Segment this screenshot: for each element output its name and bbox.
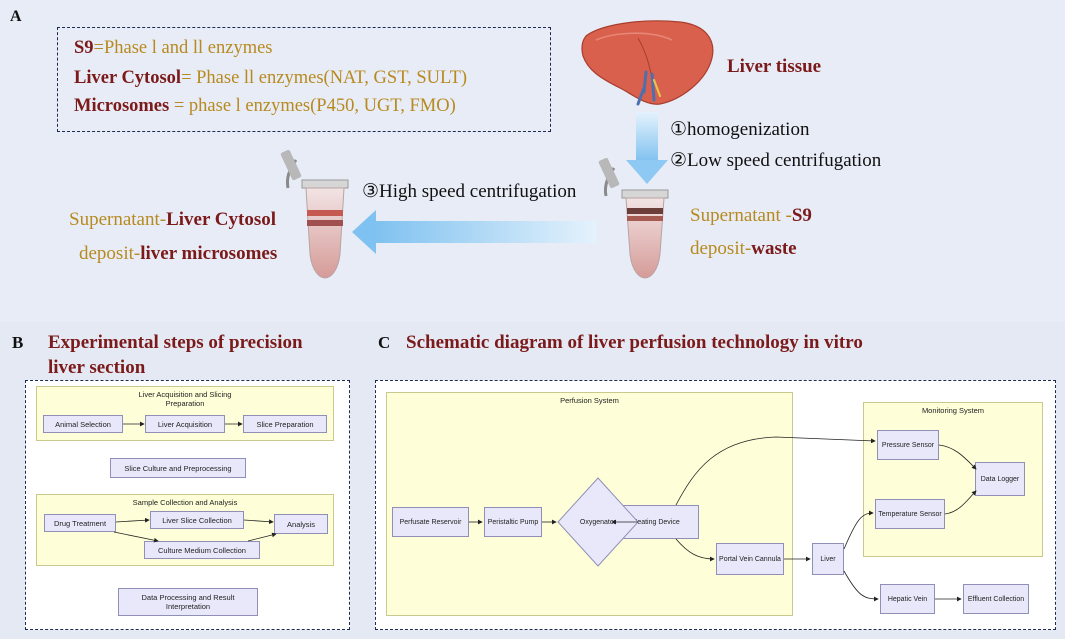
right-dep-key: waste xyxy=(751,238,797,259)
perfusion-system-title: Perfusion System xyxy=(560,396,619,405)
liver-illustration xyxy=(581,20,714,106)
node-liver-slice-collection: Liver Slice Collection xyxy=(150,511,244,529)
panel-b-edges xyxy=(113,421,277,543)
data-processing-line2: Interpretation xyxy=(165,602,211,611)
left-tube-deposit: deposit-liver microsomes xyxy=(79,243,277,265)
node-temperature-sensor: Temperature Sensor xyxy=(875,499,945,529)
right-dep-prefix: deposit- xyxy=(690,238,752,259)
panel-b-title-line2: liver section xyxy=(48,357,146,378)
node-analysis: Analysis xyxy=(274,514,328,534)
panel-a-background xyxy=(0,0,1065,322)
monitoring-system-title: Monitoring System xyxy=(921,406,985,415)
s9-key: S9 xyxy=(74,38,94,58)
cytosol-key: Liver Cytosol xyxy=(74,68,182,88)
node-slice-culture: Slice Culture and Preprocessing xyxy=(110,458,246,478)
cluster2-title: Sample Collection and Analysis xyxy=(132,498,238,507)
enzyme-definitions-box: S9=Phase l and ll enzymes Liver Cytosol=… xyxy=(57,27,551,132)
node-perfusate-reservoir: Perfusate Reservoir xyxy=(392,507,469,537)
edge-liver-to-hepatic xyxy=(843,570,879,602)
right-tube-supernatant: Supernatant -S9 xyxy=(690,205,812,227)
edge-culture-to-analysis xyxy=(247,532,277,542)
microsomes-key: Microsomes xyxy=(74,96,170,116)
node-peristaltic-pump: Peristaltic Pump xyxy=(484,507,542,537)
left-dep-key: liver microsomes xyxy=(140,243,278,264)
right-tube-deposit: deposit-waste xyxy=(690,238,797,260)
edge-liver-slice-to-analysis xyxy=(243,519,274,525)
data-processing-line1: Data Processing and Result xyxy=(141,593,235,602)
node-liver-acquisition: Liver Acquisition xyxy=(145,415,225,433)
cluster1-title-line1: Liver Acquisition and Slicing xyxy=(138,390,232,399)
edge-heating-to-pressure xyxy=(675,436,876,506)
panel-c-title: Schematic diagram of liver perfusion tec… xyxy=(406,332,863,353)
right-sup-key: S9 xyxy=(791,205,812,226)
step-homogenization: ①homogenization xyxy=(670,119,810,140)
node-hepatic-vein: Hepatic Vein xyxy=(880,584,935,614)
edge-pressure-to-logger xyxy=(938,444,977,470)
panel-a-letter: A xyxy=(10,8,22,25)
cluster1-title-line2: Preparation xyxy=(165,399,205,408)
panel-a-graphics xyxy=(280,20,714,279)
edge-drug-to-culture xyxy=(113,531,159,543)
panel-b-diagram: Liver Acquisition and Slicing Preparatio… xyxy=(25,380,350,630)
node-effluent-collection: Effluent Collection xyxy=(963,584,1029,614)
edge-temperature-to-logger xyxy=(944,490,977,515)
node-data-processing: Data Processing and Result Interpretatio… xyxy=(118,588,258,616)
left-arrow xyxy=(352,210,596,254)
cytosol-desc: = Phase ll enzymes(NAT, GST, SULT) xyxy=(181,68,468,88)
microsomes-desc: = phase l enzymes(P450, UGT, FMO) xyxy=(169,96,456,116)
node-portal-vein-cannula: Portal Vein Cannula xyxy=(716,543,784,575)
left-tube-supernatant: Supernatant-Liver Cytosol xyxy=(69,209,276,231)
panel-b-title-line1: Experimental steps of precision xyxy=(48,332,303,353)
panel-c-letter: C xyxy=(378,333,391,352)
panel-c-edges xyxy=(469,436,977,602)
node-animal-selection: Animal Selection xyxy=(43,415,123,433)
left-tube-illustration xyxy=(280,149,349,279)
step-high-speed-centrifugation: ③High speed centrifugation xyxy=(362,181,577,202)
edge-drug-to-liver-slice xyxy=(115,517,150,523)
panel-c-diagram: Perfusion System Monitoring System Perfu… xyxy=(375,380,1056,630)
node-oxygenator-shape xyxy=(557,477,639,567)
right-tube-illustration xyxy=(598,157,669,279)
node-pressure-sensor: Pressure Sensor xyxy=(877,430,939,460)
node-data-logger: Data Logger xyxy=(975,462,1025,496)
enzyme-line-s9: S9=Phase l and ll enzymes xyxy=(74,38,273,59)
enzyme-line-microsomes: Microsomes = phase l enzymes(P450, UGT, … xyxy=(74,96,456,117)
liver-tissue-label: Liver tissue xyxy=(727,56,822,77)
node-oxygenator: Oxygenator xyxy=(579,518,617,526)
down-arrow xyxy=(626,112,668,184)
s9-desc: =Phase l and ll enzymes xyxy=(93,38,273,58)
edge-heating-to-portal xyxy=(675,538,715,562)
panel-b-letter: B xyxy=(12,333,24,352)
node-liver: Liver xyxy=(812,543,844,575)
step-low-speed-centrifugation: ②Low speed centrifugation xyxy=(670,150,882,171)
node-slice-preparation: Slice Preparation xyxy=(243,415,327,433)
node-culture-medium-collection: Culture Medium Collection xyxy=(144,541,260,559)
right-sup-prefix: Supernatant - xyxy=(690,205,792,226)
node-drug-treatment: Drug Treatment xyxy=(44,514,116,532)
left-sup-key: Liver Cytosol xyxy=(166,209,277,230)
enzyme-line-cytosol: Liver Cytosol= Phase ll enzymes(NAT, GST… xyxy=(74,68,467,89)
left-dep-prefix: deposit- xyxy=(79,243,141,264)
edge-liver-to-temperature xyxy=(843,510,874,550)
left-sup-prefix: Supernatant- xyxy=(69,209,167,230)
